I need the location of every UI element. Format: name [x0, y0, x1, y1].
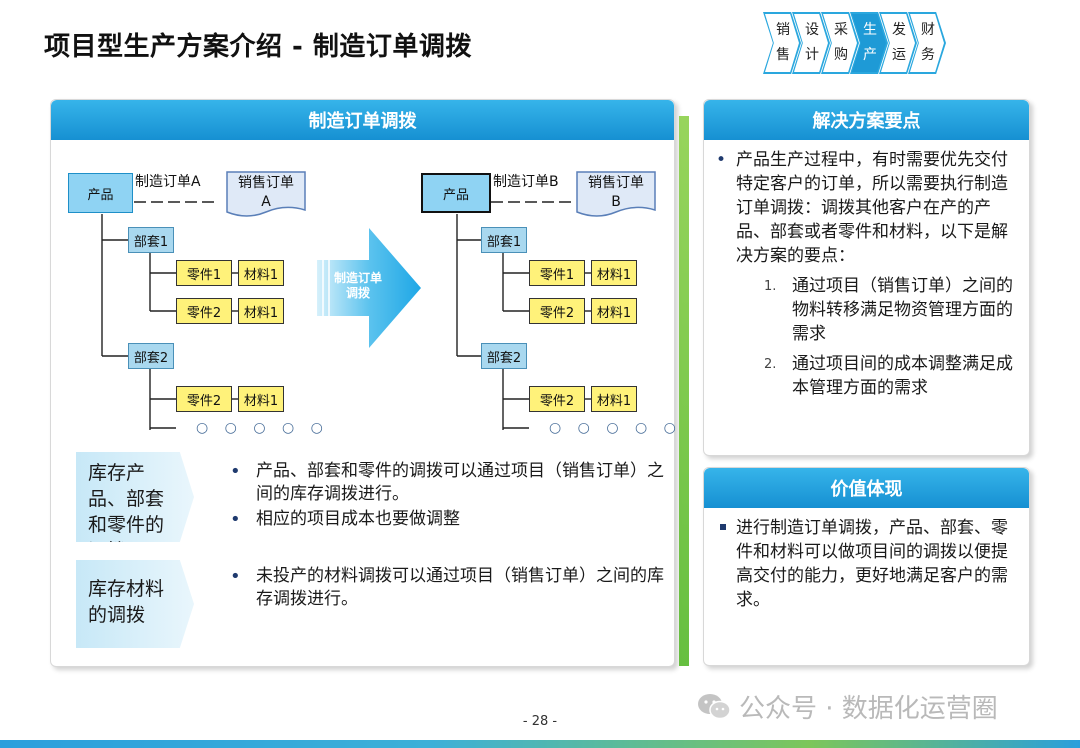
- transfer-arrow-icon: [317, 228, 421, 348]
- page-number: - 28 -: [522, 714, 558, 729]
- section-bullets-products: 产品、部套和零件的调拨可以通过项目（销售订单）之间的库存调拨进行。 相应的项目成…: [228, 460, 668, 533]
- watermark: 公众号 · 数据化运营圈: [697, 688, 998, 725]
- product-node: 产品: [68, 173, 133, 213]
- tree-lines: [456, 201, 591, 430]
- order-label: 制造订单B: [493, 174, 559, 190]
- material-node-1: 材料1: [591, 260, 637, 286]
- part-node-1: 零件1: [529, 260, 585, 286]
- material-node-3: 材料1: [238, 386, 284, 412]
- bom-node-1: 部套1: [481, 227, 527, 253]
- green-accent-bar: [679, 116, 689, 666]
- solution-body: 产品生产过程中，有时需要优先交付特定客户的订单，所以需要执行制造订单调拨：调拨其…: [712, 148, 1022, 406]
- square-bullet-icon: [720, 524, 726, 530]
- value-panel: 价值体现 进行制造订单调拨，产品、部套、零件和材料可以做项目间的调拨以便提高交付…: [703, 467, 1030, 666]
- tree-lines: [101, 201, 238, 430]
- solution-intro: 产品生产过程中，有时需要优先交付特定客户的订单，所以需要执行制造订单调拨：调拨其…: [712, 148, 1022, 268]
- main-panel-header: 制造订单调拨: [51, 100, 674, 140]
- solution-points: 1. 通过项目（销售订单）之间的物料转移满足物资管理方面的需求 2. 通过项目间…: [712, 274, 1022, 400]
- part-node-1: 零件1: [176, 260, 232, 286]
- sales-order-doc: 销售订单 A: [225, 170, 307, 220]
- bom-node-1: 部套1: [128, 227, 174, 253]
- part-node-3: 零件2: [176, 386, 232, 412]
- bom-node-2: 部套2: [128, 343, 174, 369]
- solution-point: 2. 通过项目间的成本调整满足成本管理方面的需求: [764, 354, 1013, 398]
- section-tag-materials: 库存材料的调拨: [76, 560, 194, 648]
- solution-panel: 解决方案要点 产品生产过程中，有时需要优先交付特定客户的订单，所以需要执行制造订…: [703, 99, 1030, 456]
- material-node-2: 材料1: [238, 298, 284, 324]
- bom-node-2: 部套2: [481, 343, 527, 369]
- watermark-text: 公众号 · 数据化运营圈: [739, 694, 998, 724]
- part-node-2: 零件2: [529, 298, 585, 324]
- sales-order-doc: 销售订单 B: [575, 170, 657, 220]
- more-dots: ○ ○ ○ ○ ○: [549, 420, 682, 436]
- more-dots: ○ ○ ○ ○ ○: [196, 420, 329, 436]
- part-node-3: 零件2: [529, 386, 585, 412]
- bullet-item: 相应的项目成本也要做调整: [228, 508, 668, 531]
- order-tree-b: 产品 制造订单B 销售订单 B 部套1 零件1 材料1 零件2 材料1 部套2 …: [421, 170, 721, 436]
- value-panel-header: 价值体现: [704, 468, 1029, 508]
- material-node-2: 材料1: [591, 298, 637, 324]
- bullet-item: 未投产的材料调拨可以通过项目（销售订单）之间的库存调拨进行。: [228, 565, 668, 611]
- order-tree-a: 产品 制造订单A 销售订单 A 部套1 零件1 材料1 零件2 材料1 部套2 …: [68, 170, 368, 436]
- bottom-gradient-bar: [0, 740, 1080, 748]
- bullet-item: 产品、部套和零件的调拨可以通过项目（销售订单）之间的库存调拨进行。: [228, 460, 668, 506]
- section-bullets-materials: 未投产的材料调拨可以通过项目（销售订单）之间的库存调拨进行。: [228, 565, 668, 613]
- solution-panel-header: 解决方案要点: [704, 100, 1029, 140]
- wechat-icon: [698, 693, 731, 719]
- page-title: 项目型生产方案介绍 - 制造订单调拨: [44, 32, 472, 62]
- order-label: 制造订单A: [135, 174, 201, 190]
- process-nav: 销售 设计 采购 生产 发运 财务: [763, 12, 963, 74]
- value-body: 进行制造订单调拨，产品、部套、零件和材料可以做项目间的调拨以便提高交付的能力，更…: [712, 516, 1022, 612]
- material-node-1: 材料1: [238, 260, 284, 286]
- part-node-2: 零件2: [176, 298, 232, 324]
- arrow-label: 制造订单调拨: [333, 271, 382, 300]
- product-node: 产品: [421, 173, 491, 213]
- solution-point: 1. 通过项目（销售订单）之间的物料转移满足物资管理方面的需求: [764, 276, 1013, 344]
- section-tag-products: 库存产品、部套和零件的调拨: [76, 452, 194, 542]
- material-node-3: 材料1: [591, 386, 637, 412]
